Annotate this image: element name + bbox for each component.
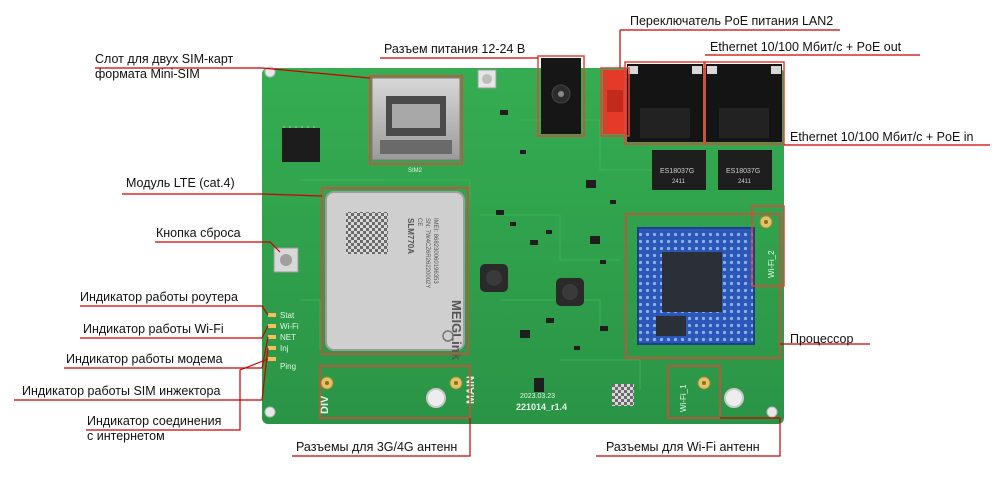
module-sn: SN: 7W4CZ6R26220002Y [424,218,430,288]
box-lte-module [321,187,469,355]
module-ce: CE [416,218,422,226]
mag1-sub: 2411 [672,179,686,185]
mag2-label: ES18037G [726,168,760,175]
line-wifi-led [80,325,269,339]
line-internet-led [86,358,269,431]
callout-internet-led: Индикатор соединения с интернетом [87,414,222,443]
mag2-sub: 2411 [738,179,752,185]
mag1-label: ES18037G [660,168,694,175]
flash-chip [282,126,320,162]
silk-stat: Stat [280,311,295,320]
callout-power-jack: Разъем питания 12-24 В [384,42,526,56]
silk-date: 2023.03.23 [520,393,555,400]
callout-lte-module: Модуль LTE (cat.4) [126,176,235,190]
silk-wifi: Wi-Fi [280,322,299,331]
silk-sim2: SIM2 [408,168,423,174]
box-rj45-lan2 [703,61,785,145]
board-qr [612,384,634,406]
silk-wifi1: Wi-Fi_1 [679,384,688,412]
callout-sim-injector-led: Индикатор работы SIM инжектора [22,384,221,398]
line-lte-module [122,193,323,197]
box-rj45-lan1 [624,61,706,145]
highlight-boxes [319,55,785,419]
magnetics-2: ES18037G 2411 [718,150,772,190]
callout-3g4g-antennas: Разъемы для 3G/4G антенн [296,440,458,454]
antenna-connector-wifi1 [697,376,711,390]
callout-lines [14,29,990,457]
module-model: SLM770A [406,218,415,254]
line-router-led [80,305,269,316]
line-wifi-antennas [596,417,781,457]
silk-main: MAIN [465,376,477,404]
line-3g4g [292,418,471,457]
status-leds [268,313,276,361]
silk-revision: 221014_r1.4 [516,402,567,412]
callout-wifi-antennas: Разъемы для Wi-Fi антенн [606,440,760,454]
silk-net: NET [280,333,296,342]
box-poe-switch [600,67,630,137]
box-antennas-3g4g [319,365,471,419]
magnetics-1: ES18037G 2411 [652,150,706,190]
line-sim-slot [95,67,371,79]
callout-modem-led: Индикатор работы модема [66,352,223,366]
lte-module: MEIGLink SLM770A CE SN: 7W4CZ6R26220002Y… [325,191,465,361]
line-reset [155,241,281,253]
line-sim-injector-led [14,347,269,401]
callout-processor: Процессор [790,332,854,346]
callout-poe-switch: Переключатель PoE питания LAN2 [630,14,834,28]
callout-wifi-led: Индикатор работы Wi-Fi [83,322,224,336]
antenna-connector-main [449,376,463,390]
callout-router-led: Индикатор работы роутера [80,290,238,304]
rj45-lan2 [706,64,782,142]
box-antenna-wifi1 [667,365,721,419]
module-imei: IMEI: 868230060196353 [432,218,438,284]
box-antenna-wifi2 [751,205,785,287]
callout-reset-button: Кнопка сброса [156,226,241,240]
board-silkscreen: Stat Wi-Fi NET Inj Ping DIV MAIN Wi-Fi_1… [280,250,776,414]
smd-components [496,110,616,392]
rj45-lan1 [627,64,703,142]
poe-switch [603,70,627,134]
test-pad [477,69,497,89]
box-power-jack [537,55,585,137]
inductor [480,264,584,306]
box-sim-slot [369,75,463,165]
power-jack [541,58,581,134]
line-modem-led [64,336,269,369]
silk-div: DIV [319,395,331,414]
module-brand: MEIGLink [449,300,464,361]
callout-eth-out: Ethernet 10/100 Мбит/с + PoE out [710,40,902,54]
silk-wifi2: Wi-Fi_2 [767,250,776,278]
sim-slot: SIM2 [371,77,461,174]
antenna-connector-wifi2 [759,215,773,229]
antenna-connector-div [320,376,334,390]
reset-button [273,247,299,273]
mounting-hole [264,66,778,418]
callout-sim-slot: Слот для двух SIM-карт формата Mini-SIM [95,52,234,81]
callout-eth-in: Ethernet 10/100 Мбит/с + PoE in [790,130,974,144]
silk-ping: Ping [280,362,296,371]
silk-inj: Inj [280,344,289,353]
processor-module [637,227,755,345]
